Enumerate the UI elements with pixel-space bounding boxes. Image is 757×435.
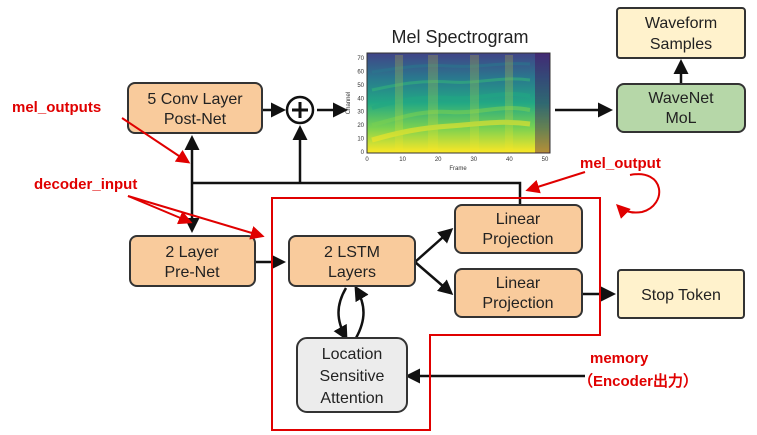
attention-label-line2: Sensitive <box>320 368 385 385</box>
spectrogram-xtick-30: 30 <box>470 157 477 163</box>
linear-bottom-label-line1: Linear <box>496 275 541 292</box>
arrow-lstm-to-attention <box>333 287 348 341</box>
postnet-box: 5 Conv Layer Post-Net <box>127 82 263 134</box>
linear-projection-top-box: Linear Projection <box>454 204 583 254</box>
spectrogram-y-ticks: 0 10 20 30 40 50 60 70 <box>357 56 364 156</box>
spectrogram-xlabel: Frame <box>449 166 467 172</box>
attention-label-line3: Attention <box>320 390 383 407</box>
red-annotations: mel_outputs decoder_input mel_output mem… <box>12 99 698 431</box>
arrow-lstm-to-linear-bottom <box>414 261 454 295</box>
linear-bottom-label-line2: Projection <box>482 295 553 312</box>
encoder-output-annotation: （Encoder出力） <box>578 372 698 390</box>
spectrogram-title: Mel Spectrogram <box>391 27 528 47</box>
spectrogram-streaks <box>371 53 550 153</box>
spectrogram-ytick-20: 20 <box>357 123 364 129</box>
spectrogram-ytick-0: 0 <box>361 150 365 156</box>
linear-projection-bottom-box: Linear Projection <box>454 268 583 318</box>
prenet-label-line1: 2 Layer <box>165 244 219 261</box>
spectrogram-xtick-0: 0 <box>365 157 369 163</box>
wavenet-label-line2: MoL <box>665 110 696 127</box>
mel-outputs-annotation-arrow <box>121 117 191 164</box>
lstm-label-line2: Layers <box>328 264 376 281</box>
prenet-box: 2 Layer Pre-Net <box>129 235 256 287</box>
decoder-input-annotation: decoder_input <box>34 176 137 193</box>
spectrogram-x-ticks: 0 10 20 30 40 50 <box>365 157 549 163</box>
spectrogram-xtick-20: 20 <box>435 157 442 163</box>
spectrogram-ytick-30: 30 <box>357 110 364 116</box>
mel-output-annotation-arrow <box>525 171 586 194</box>
spectrogram-ytick-40: 40 <box>357 96 364 102</box>
lstm-label-line1: 2 LSTM <box>324 244 380 261</box>
arrow-attention-to-lstm <box>354 285 369 339</box>
memory-annotation: memory <box>590 350 649 367</box>
decoder-boundary <box>271 197 601 431</box>
linear-top-label-line2: Projection <box>482 231 553 248</box>
spectrogram-ytick-50: 50 <box>357 83 364 89</box>
arrow-lstm-to-linear-top <box>414 228 454 263</box>
spectrogram-xtick-50: 50 <box>542 157 549 163</box>
postnet-label-line1: 5 Conv Layer <box>147 91 243 108</box>
mel-output-annotation: mel_output <box>580 155 661 172</box>
decoder-input-arrow-prenet <box>127 195 193 225</box>
lstm-box: 2 LSTM Layers <box>288 235 416 287</box>
line-feedback <box>192 181 522 205</box>
spectrogram-xtick-10: 10 <box>399 157 406 163</box>
attention-label-line1: Location <box>322 346 383 363</box>
wavenet-label-line1: WaveNet <box>648 90 714 107</box>
spectrogram-ytick-70: 70 <box>357 56 364 62</box>
waveform-box: Waveform Samples <box>616 7 746 59</box>
prenet-label-line2: Pre-Net <box>164 264 220 281</box>
loop-icon <box>616 173 661 219</box>
linear-top-label-line1: Linear <box>496 211 541 228</box>
spectrogram-xtick-40: 40 <box>506 157 513 163</box>
mel-outputs-annotation: mel_outputs <box>12 99 101 116</box>
plus-circle-icon <box>285 95 315 125</box>
attention-box: Location Sensitive Attention <box>296 337 408 413</box>
stop-token-box: Stop Token <box>617 269 745 319</box>
stop-token-label: Stop Token <box>641 287 721 304</box>
spectrogram-ytick-10: 10 <box>357 137 364 143</box>
decoder-input-arrow-decoder <box>127 195 265 240</box>
spectrogram-ylabel: Channel <box>346 92 352 114</box>
wavenet-box: WaveNet MoL <box>616 83 746 133</box>
waveform-label-line2: Samples <box>650 36 712 53</box>
postnet-label-line2: Post-Net <box>164 111 227 128</box>
mel-spectrogram: Mel Spectrogram 0 10 20 30 40 50 60 70 0 10 20 30 4… <box>346 27 551 172</box>
waveform-label-line1: Waveform <box>645 15 717 32</box>
spectrogram-ytick-60: 60 <box>357 69 364 75</box>
